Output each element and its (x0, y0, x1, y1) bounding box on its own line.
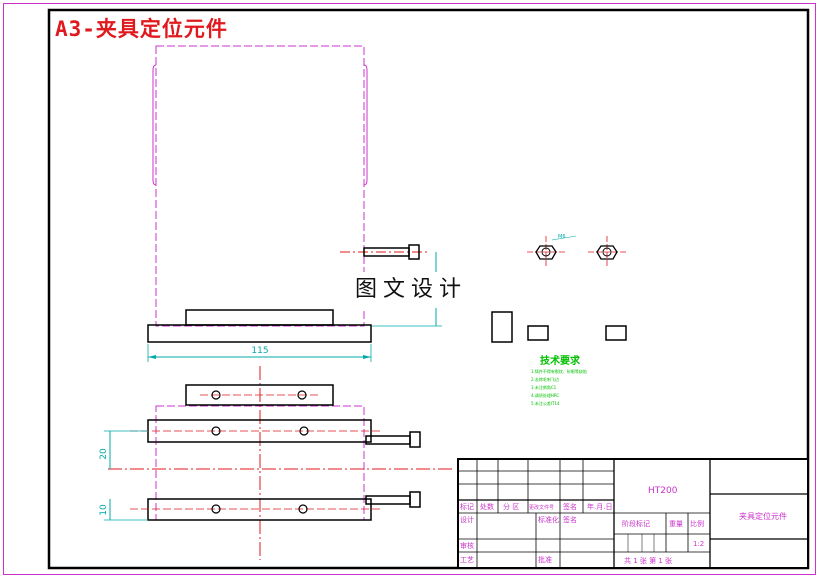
front-body-outline (155, 45, 365, 327)
dim-20-label: 20 (99, 448, 109, 460)
front-base-plate (147, 324, 372, 343)
bolt-shank-2 (365, 435, 411, 445)
outer-frame (3, 3, 816, 575)
tb-label-process: 工艺 (460, 556, 474, 564)
tb-label-signature: 签名 (563, 502, 577, 511)
width-arrow-left (148, 355, 156, 359)
front-left-arc (152, 64, 157, 186)
front-view: 115 (147, 45, 442, 362)
hole-6 (298, 504, 308, 514)
technical-requirements: 技术要求 1.铸件不得有裂纹、砂眼等缺陷 2.去除毛刺飞边 3.未注倒角C1 4… (531, 354, 587, 406)
m6-label: M6 (558, 234, 566, 240)
dim-10-label: 10 (99, 504, 109, 516)
sheet-title: A3-夹具定位元件 (55, 17, 228, 41)
bolt-shank-3 (365, 495, 411, 505)
tb-label-date: 年.月.日 (587, 502, 612, 511)
front-upper-plate (185, 309, 334, 326)
hole-5 (211, 504, 221, 514)
hex-nut-1 (535, 245, 557, 260)
title-block: 标记 处数 分 区 更改文件号 签名 年.月.日 设计 标准化 签名 阶段标记 … (457, 458, 809, 569)
hex-nut-2-hole (602, 247, 612, 257)
inner-border (47, 8, 810, 570)
hex-nut-1-hole (541, 247, 551, 257)
tb-label-approve: 批准 (538, 555, 552, 564)
detail-block-1 (491, 311, 513, 343)
hex-nut-2 (596, 245, 618, 260)
bolt-head-2 (409, 431, 421, 448)
top-bottom-plate (147, 498, 372, 521)
tb-label-zone: 分 区 (503, 502, 519, 511)
top-view: 20 10 (99, 366, 452, 560)
tb-label-scale: 比例 (690, 519, 704, 528)
tb-label-standardization: 标准化 (538, 515, 559, 524)
width-arrow-right (363, 355, 371, 359)
tech-req-heading: 技术要求 (540, 354, 581, 367)
tech-req-line-2: 2.去除毛刺飞边 (531, 376, 559, 382)
tech-req-line-3: 3.未注倒角C1 (531, 384, 557, 390)
tb-label-count: 处数 (480, 502, 494, 511)
m6-leader (551, 235, 577, 241)
tb-label-stage-mark: 阶段标记 (622, 519, 650, 528)
tb-label-review: 审核 (460, 541, 474, 550)
top-small-plate (185, 384, 334, 406)
front-right-arc (363, 64, 368, 186)
detail-block-2 (527, 325, 549, 341)
tb-part-name: 夹具定位元件 (739, 511, 787, 521)
tech-req-line-1: 1.铸件不得有裂纹、砂眼等缺陷 (531, 368, 587, 374)
hole-3 (211, 426, 221, 436)
tech-req-line-4: 4.调质处理HRC (531, 392, 559, 398)
detail-block-3 (605, 325, 627, 341)
width-dim-label: 115 (251, 346, 268, 356)
tech-req-line-5: 5.未注公差IT14 (531, 400, 560, 406)
tb-label-sign2: 签名 (563, 515, 577, 524)
bolt-head-3 (409, 491, 421, 508)
tb-material: HT200 (648, 486, 678, 496)
watermark-text: 图文设计 (336, 272, 486, 308)
title-block-frame (457, 458, 809, 569)
tb-label-weight: 重量 (669, 520, 683, 528)
tb-scale-value: 1:2 (693, 540, 704, 548)
tb-sheet-info: 共 1 张 第 1 张 (624, 556, 672, 565)
tb-label-design: 设计 (460, 515, 474, 524)
tb-label-mark: 标记 (460, 502, 474, 511)
hole-2 (297, 390, 307, 400)
hole-1 (211, 390, 221, 400)
hole-4 (299, 426, 309, 436)
tb-label-change-doc: 更改文件号 (529, 504, 554, 511)
detail-views: M6 (491, 234, 627, 343)
bolt-head (408, 244, 420, 260)
